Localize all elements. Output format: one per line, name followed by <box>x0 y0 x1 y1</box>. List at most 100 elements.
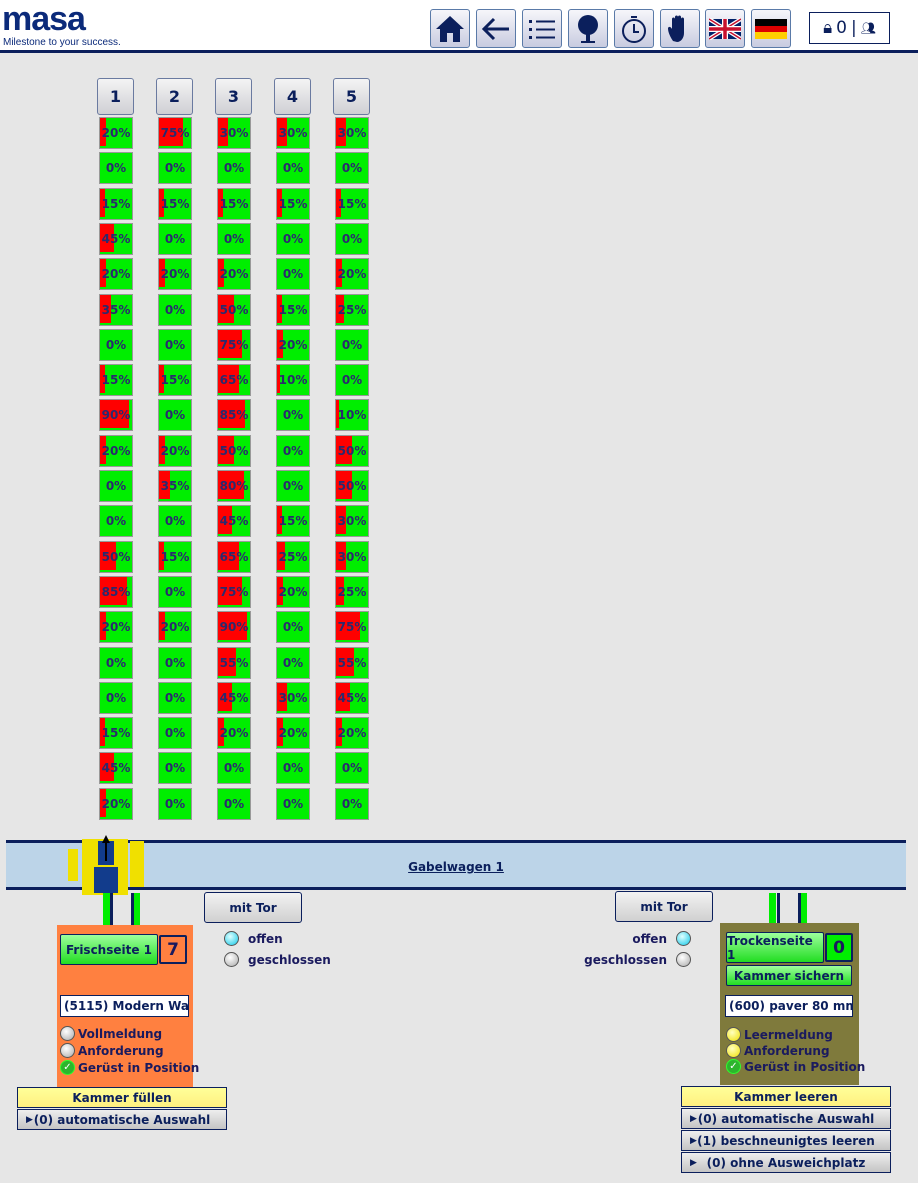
chamber-cell[interactable]: 30% <box>217 117 251 149</box>
chamber-cell[interactable]: 15% <box>335 187 369 220</box>
chamber-cell[interactable]: 0% <box>99 328 133 361</box>
chamber-cell[interactable]: 10% <box>335 399 369 432</box>
chamber-cell[interactable]: 30% <box>335 505 369 538</box>
home-button[interactable] <box>430 9 470 48</box>
chamber-cell[interactable]: 0% <box>158 152 192 185</box>
chamber-cell[interactable]: 75% <box>335 611 369 644</box>
chamber-cell[interactable]: 0% <box>335 364 369 397</box>
dry-product-field[interactable]: (600) paver 80 mm co <box>725 995 853 1017</box>
chamber-cell[interactable]: 20% <box>158 434 192 467</box>
chamber-cell[interactable]: 15% <box>158 540 192 573</box>
chamber-cell[interactable]: 0% <box>276 787 310 820</box>
chamber-cell[interactable]: 0% <box>276 434 310 467</box>
chamber-cell[interactable]: 0% <box>335 787 369 820</box>
chamber-cell[interactable]: 85% <box>99 575 133 608</box>
chamber-cell[interactable]: 25% <box>335 575 369 608</box>
chamber-cell[interactable]: 45% <box>99 752 133 785</box>
secure-chamber-button[interactable]: Kammer sichern <box>726 965 852 986</box>
chamber-cell[interactable]: 50% <box>335 470 369 502</box>
language-de-button[interactable] <box>751 9 791 48</box>
chamber-cell[interactable]: 50% <box>217 293 251 326</box>
chamber-cell[interactable]: 30% <box>335 540 369 573</box>
chamber-cell[interactable]: 50% <box>335 434 369 467</box>
chamber-cell[interactable]: 30% <box>276 681 310 714</box>
chamber-cell[interactable]: 25% <box>276 540 310 573</box>
chamber-cell[interactable]: 75% <box>217 328 251 361</box>
chamber-cell[interactable]: 0% <box>158 787 192 820</box>
chamber-cell[interactable]: 25% <box>335 293 369 326</box>
chamber-cell[interactable]: 20% <box>158 258 192 291</box>
chamber-cell[interactable]: 20% <box>217 258 251 291</box>
chamber-cell[interactable]: 0% <box>99 681 133 714</box>
chamber-cell[interactable]: 0% <box>158 681 192 714</box>
fresh-gate-button[interactable]: mit Tor <box>204 892 302 923</box>
chamber-cell[interactable]: 0% <box>217 152 251 185</box>
chamber-cell[interactable]: 20% <box>217 717 251 750</box>
manual-button[interactable] <box>660 9 700 48</box>
chamber-cell[interactable]: 20% <box>276 328 310 361</box>
chamber-cell[interactable]: 0% <box>276 470 310 502</box>
fresh-product-field[interactable]: (5115) Modern Wall 1 <box>60 995 189 1017</box>
chamber-cell[interactable]: 15% <box>276 187 310 220</box>
column-header-4[interactable]: 4 <box>274 78 311 115</box>
chamber-cell[interactable]: 0% <box>276 222 310 255</box>
chamber-cell[interactable]: 20% <box>99 611 133 644</box>
fresh-side-button[interactable]: Frischseite 1 <box>60 934 158 965</box>
chamber-cell[interactable]: 15% <box>217 187 251 220</box>
chamber-cell[interactable]: 35% <box>99 293 133 326</box>
chamber-cell[interactable]: 65% <box>217 364 251 397</box>
timer-button[interactable] <box>614 9 654 48</box>
user-status[interactable]: 🔒︎ 0 | 👥︎ <box>809 12 890 44</box>
chamber-cell[interactable]: 50% <box>99 540 133 573</box>
chamber-cell[interactable]: 0% <box>99 152 133 185</box>
column-header-1[interactable]: 1 <box>97 78 134 115</box>
language-en-button[interactable] <box>705 9 745 48</box>
chamber-cell[interactable]: 0% <box>276 646 310 679</box>
chamber-cell[interactable]: 85% <box>217 399 251 432</box>
chamber-cell[interactable]: 20% <box>99 434 133 467</box>
chamber-cell[interactable]: 35% <box>158 470 192 502</box>
chamber-cell[interactable]: 75% <box>217 575 251 608</box>
tree-button[interactable] <box>568 9 608 48</box>
chamber-cell[interactable]: 45% <box>335 681 369 714</box>
chamber-cell[interactable]: 15% <box>276 293 310 326</box>
chamber-cell[interactable]: 0% <box>276 399 310 432</box>
column-header-5[interactable]: 5 <box>333 78 370 115</box>
chamber-cell[interactable]: 0% <box>276 258 310 291</box>
chamber-cell[interactable]: 65% <box>217 540 251 573</box>
dry-option-2[interactable]: ▶(0) ohne Ausweichplatz <box>681 1152 891 1173</box>
chamber-cell[interactable]: 0% <box>276 611 310 644</box>
chamber-cell[interactable]: 20% <box>335 258 369 291</box>
back-button[interactable] <box>476 9 516 48</box>
chamber-cell[interactable]: 0% <box>158 752 192 785</box>
chamber-cell[interactable]: 0% <box>158 399 192 432</box>
chamber-cell[interactable]: 0% <box>158 646 192 679</box>
chamber-cell[interactable]: 0% <box>99 470 133 502</box>
chamber-cell[interactable]: 15% <box>158 364 192 397</box>
chamber-cell[interactable]: 45% <box>217 505 251 538</box>
chamber-cell[interactable]: 20% <box>99 258 133 291</box>
chamber-cell[interactable]: 0% <box>335 222 369 255</box>
chamber-cell[interactable]: 20% <box>276 717 310 750</box>
chamber-cell[interactable]: 0% <box>217 222 251 255</box>
dry-side-button[interactable]: Trockenseite 1 <box>726 932 824 963</box>
chamber-cell[interactable]: 30% <box>335 117 369 149</box>
chamber-cell[interactable]: 20% <box>276 575 310 608</box>
chamber-cell[interactable]: 0% <box>158 293 192 326</box>
chamber-cell[interactable]: 90% <box>217 611 251 644</box>
chamber-cell[interactable]: 0% <box>335 328 369 361</box>
chamber-cell[interactable]: 15% <box>99 187 133 220</box>
chamber-cell[interactable]: 75% <box>158 117 192 149</box>
chamber-cell[interactable]: 30% <box>276 117 310 149</box>
chamber-cell[interactable]: 20% <box>335 717 369 750</box>
chamber-cell[interactable]: 0% <box>335 152 369 185</box>
chamber-cell[interactable]: 15% <box>158 187 192 220</box>
chamber-cell[interactable]: 0% <box>158 575 192 608</box>
chamber-cell[interactable]: 55% <box>335 646 369 679</box>
chamber-cell[interactable]: 0% <box>158 717 192 750</box>
chamber-cell[interactable]: 15% <box>99 364 133 397</box>
chamber-cell[interactable]: 0% <box>99 505 133 538</box>
chamber-cell[interactable]: 10% <box>276 364 310 397</box>
chamber-cell[interactable]: 45% <box>99 222 133 255</box>
transfer-car-label[interactable]: Gabelwagen 1 <box>408 860 504 874</box>
